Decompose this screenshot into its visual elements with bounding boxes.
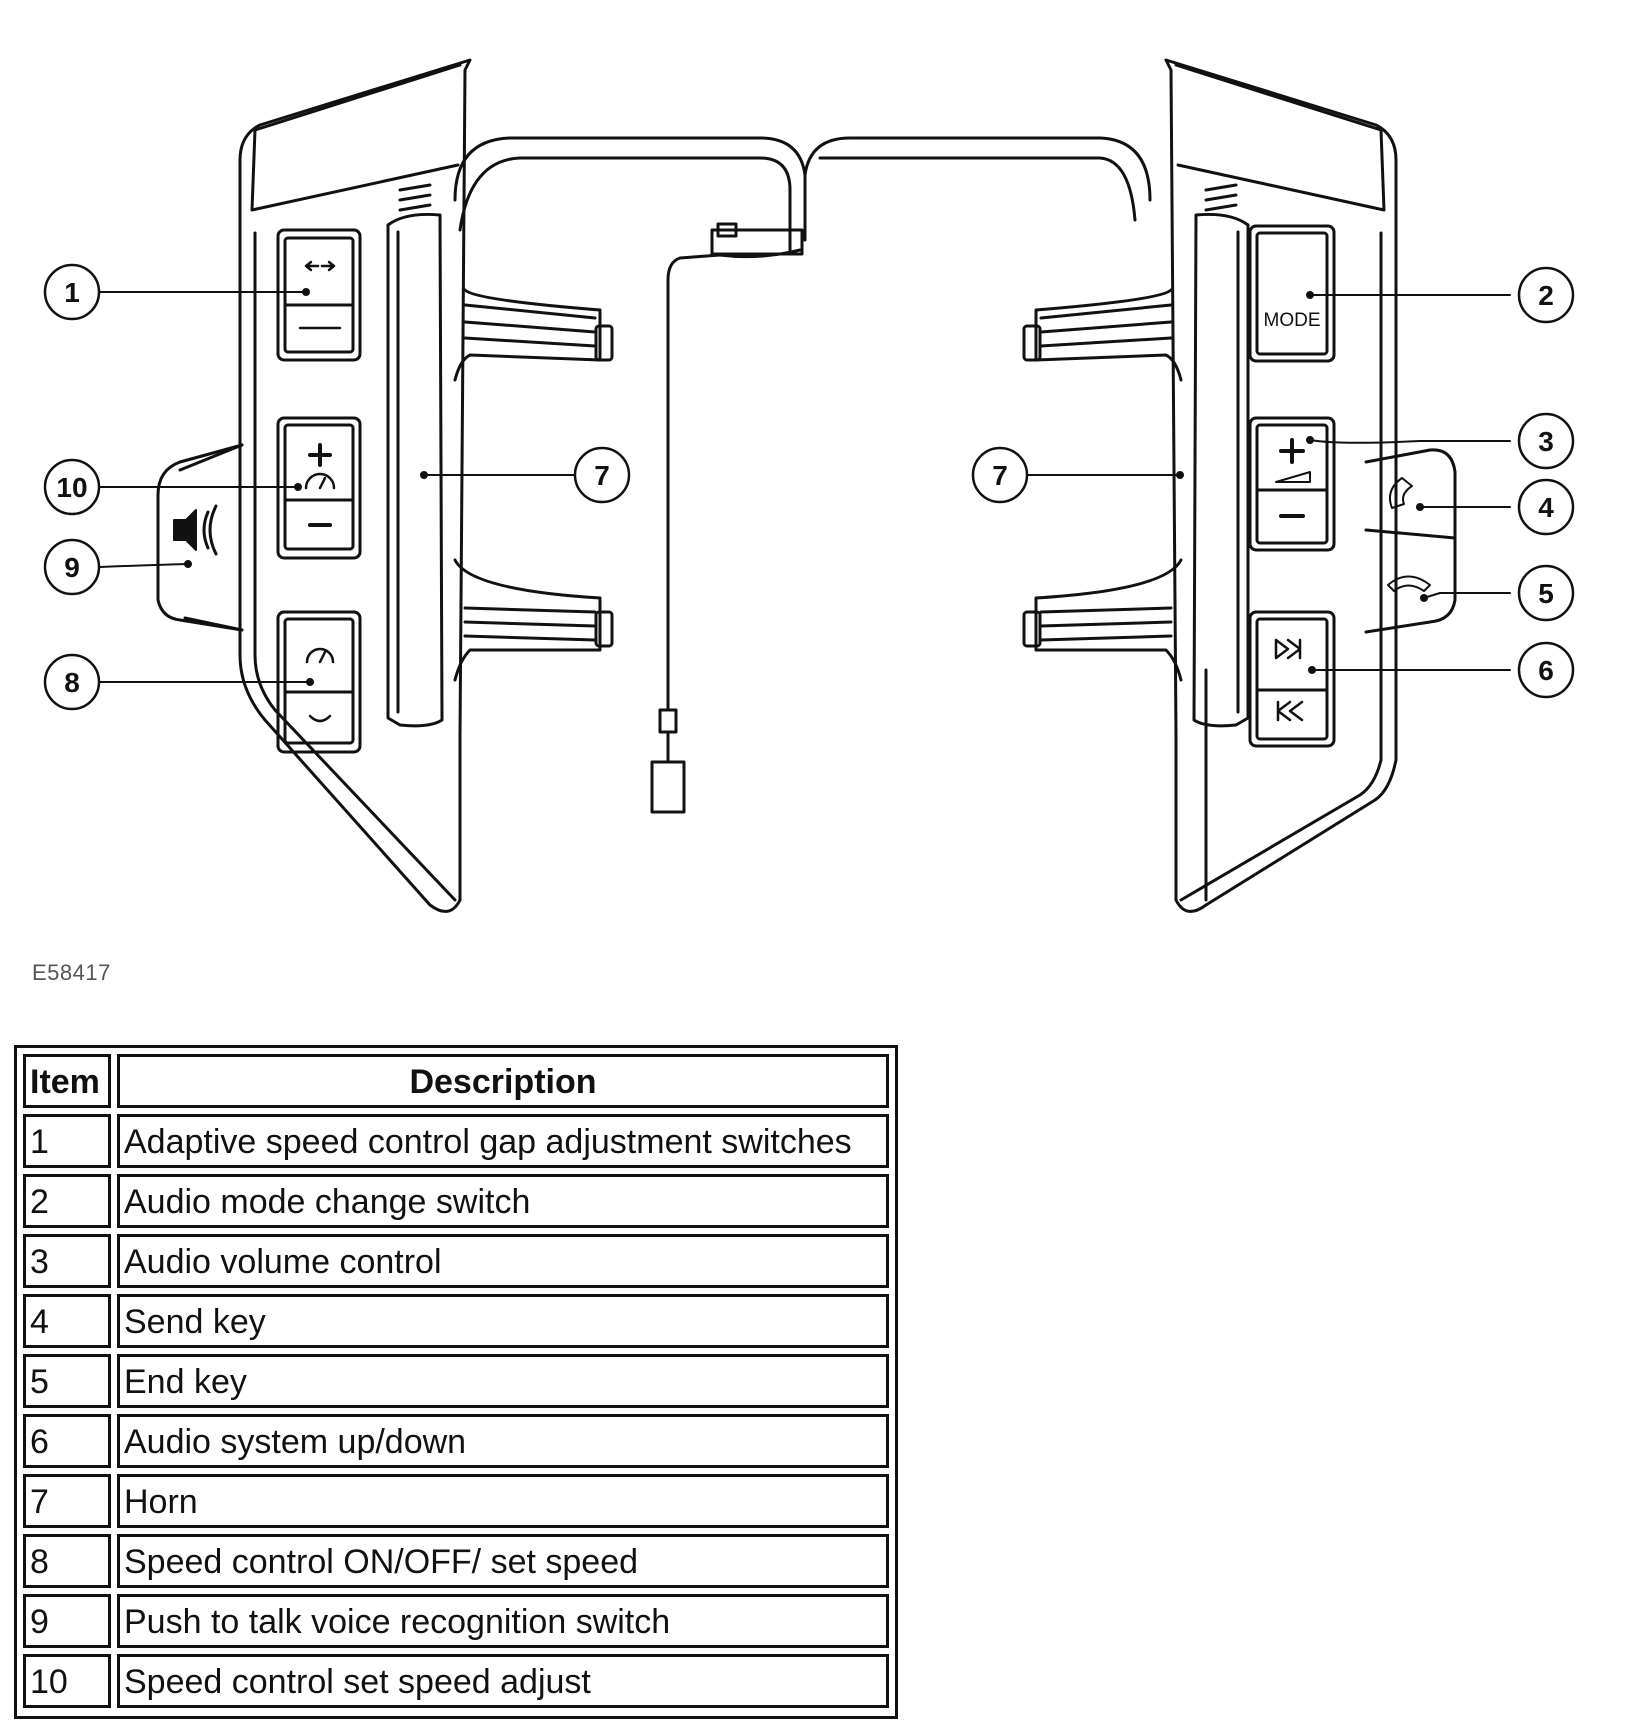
legend-item-description: Push to talk voice recognition switch <box>117 1594 889 1648</box>
legend-table: Item Description 1 Adaptive speed contro… <box>17 1048 895 1714</box>
callout-circles <box>43 263 1575 711</box>
legend-item-number: 3 <box>23 1234 111 1288</box>
end-key[interactable] <box>1387 575 1431 592</box>
callout-6: 6 <box>1538 655 1554 686</box>
legend-header-item: Item <box>23 1054 111 1108</box>
phone-keys-pod <box>1364 448 1457 634</box>
legend-item-number: 6 <box>23 1414 111 1468</box>
legend-item-number: 9 <box>23 1594 111 1648</box>
legend-item-number: 1 <box>23 1114 111 1168</box>
push-to-talk-switch[interactable] <box>156 443 244 632</box>
right-switch-pack: MODE <box>1022 58 1457 913</box>
legend-item-description: Adaptive speed control gap adjustment sw… <box>117 1114 889 1168</box>
callout-leaders <box>99 288 1511 686</box>
steering-wheel-switches-diagram: MODE <box>43 58 1575 913</box>
legend-row: 6 Audio system up/down <box>23 1414 889 1468</box>
legend-header-row: Item Description <box>23 1054 889 1108</box>
legend-row: 9 Push to talk voice recognition switch <box>23 1594 889 1648</box>
legend-item-number: 5 <box>23 1354 111 1408</box>
wiring-harness <box>453 136 1152 814</box>
legend-row: 5 End key <box>23 1354 889 1408</box>
callout-10: 10 <box>56 472 87 503</box>
figure-id: E58417 <box>32 960 111 985</box>
legend-row: 8 Speed control ON/OFF/ set speed <box>23 1534 889 1588</box>
legend-item-number: 10 <box>23 1654 111 1708</box>
legend-item-number: 8 <box>23 1534 111 1588</box>
legend-header-description: Description <box>117 1054 889 1108</box>
legend-item-description: Speed control ON/OFF/ set speed <box>117 1534 889 1588</box>
legend-item-description: Audio mode change switch <box>117 1174 889 1228</box>
legend-row: 10 Speed control set speed adjust <box>23 1654 889 1708</box>
legend-row: 1 Adaptive speed control gap adjustment … <box>23 1114 889 1168</box>
legend-item-number: 2 <box>23 1174 111 1228</box>
legend-item-description: Speed control set speed adjust <box>117 1654 889 1708</box>
audio-up-down-switch[interactable] <box>1248 610 1336 748</box>
gap-adjust-switch[interactable] <box>276 228 362 362</box>
callout-7-left: 7 <box>594 460 610 491</box>
audio-mode-switch[interactable]: MODE <box>1248 224 1336 363</box>
left-switch-pack <box>156 58 614 913</box>
legend-row: 4 Send key <box>23 1294 889 1348</box>
legend-item-number: 7 <box>23 1474 111 1528</box>
callout-4: 4 <box>1538 492 1554 523</box>
legend-item-description: Horn <box>117 1474 889 1528</box>
legend-row: 3 Audio volume control <box>23 1234 889 1288</box>
legend-table-frame: Item Description 1 Adaptive speed contro… <box>14 1045 898 1719</box>
horn-pad-left[interactable] <box>386 213 444 728</box>
send-key[interactable] <box>1389 477 1413 509</box>
horn-pad-right[interactable] <box>1192 213 1250 728</box>
callout-7-right: 7 <box>992 460 1008 491</box>
callout-1: 1 <box>64 277 80 308</box>
legend-item-description: Audio volume control <box>117 1234 889 1288</box>
audio-volume-control[interactable] <box>1248 416 1336 552</box>
legend-item-description: End key <box>117 1354 889 1408</box>
legend-row: 7 Horn <box>23 1474 889 1528</box>
callout-5: 5 <box>1538 578 1554 609</box>
callout-3: 3 <box>1538 426 1554 457</box>
callout-9: 9 <box>64 552 80 583</box>
legend-row: 2 Audio mode change switch <box>23 1174 889 1228</box>
mode-button-label: MODE <box>1264 310 1321 331</box>
legend-item-description: Send key <box>117 1294 889 1348</box>
legend-item-description: Audio system up/down <box>117 1414 889 1468</box>
legend-item-number: 4 <box>23 1294 111 1348</box>
callout-8: 8 <box>64 667 80 698</box>
callout-2: 2 <box>1538 280 1554 311</box>
